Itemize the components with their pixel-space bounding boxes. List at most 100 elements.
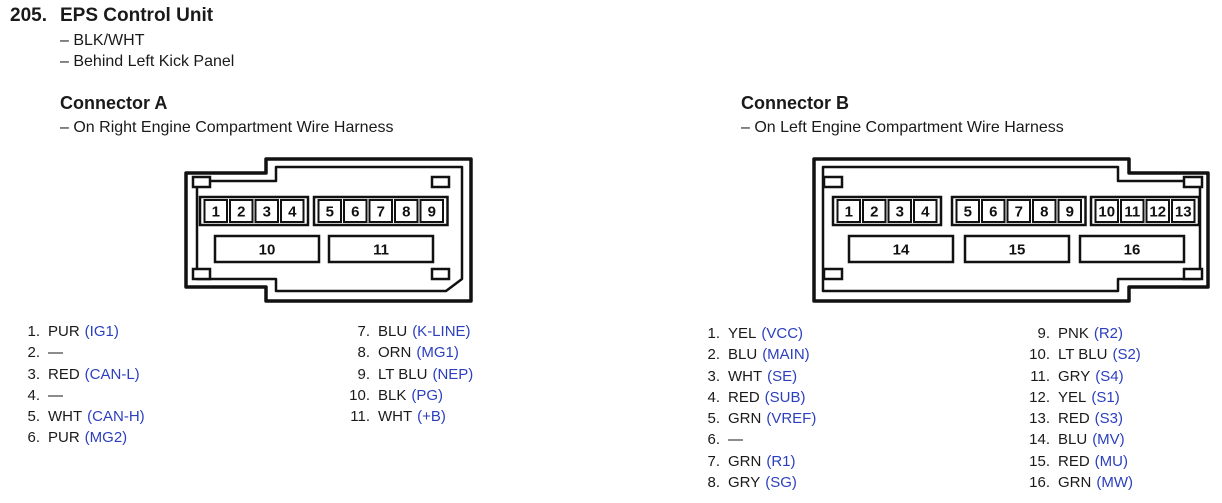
pin-row: 11.GRY(S4) xyxy=(1010,366,1141,387)
pin-row: 5.GRN(VREF) xyxy=(680,408,816,429)
pin-label: 10 xyxy=(1098,204,1115,221)
wire-color: BLK xyxy=(378,386,407,404)
connector-b-face xyxy=(821,165,1202,293)
pin-label: 1 xyxy=(845,204,853,221)
pin-row: 3.RED(CAN-L) xyxy=(0,364,145,385)
pin-group-frame xyxy=(198,195,310,227)
connector-b-latch-left-bottom xyxy=(822,267,844,281)
signal-name: (S4) xyxy=(1095,367,1124,385)
pin-row: 6.— xyxy=(680,429,816,450)
large-pin-cell xyxy=(847,234,955,264)
pin-cell xyxy=(913,199,938,223)
pin-label: 12 xyxy=(1149,204,1166,221)
pin-label: 9 xyxy=(428,204,436,221)
pin-group-frame xyxy=(950,195,1087,227)
wire-color: LT BLU xyxy=(1058,346,1108,364)
wire-color: BLU xyxy=(1058,431,1088,449)
color-note: – BLK/WHT xyxy=(60,32,145,49)
pin-label: 9 xyxy=(1066,204,1074,221)
pin-cell xyxy=(280,199,305,223)
pin-cell xyxy=(317,199,342,223)
connector-a-pin-list-2: 7.BLU(K-LINE)8.ORN(MG1)9.LT BLU(NEP)10.B… xyxy=(320,321,473,427)
pin-cell xyxy=(1094,199,1119,223)
component-number: 205. xyxy=(10,5,47,26)
pin-number: 11. xyxy=(350,408,370,426)
large-pin-label: 10 xyxy=(259,242,276,259)
wire-color: — xyxy=(48,386,63,404)
pin-row: 7.BLU(K-LINE) xyxy=(320,321,473,342)
connector-a-location: – On Right Engine Compartment Wire Harne… xyxy=(60,119,394,136)
wire-color: GRN xyxy=(728,410,762,428)
pin-cell xyxy=(862,199,887,223)
wire-color: RED xyxy=(48,365,80,383)
pin-cell xyxy=(1171,199,1196,223)
wire-color: — xyxy=(728,431,743,449)
wire-color: RED xyxy=(1058,452,1090,470)
wire-color: LT BLU xyxy=(378,365,428,383)
pin-group-frame xyxy=(1089,195,1201,227)
pin-number: 3. xyxy=(707,367,720,385)
pin-label: 2 xyxy=(237,204,245,221)
pin-row: 12.YEL(S1) xyxy=(1010,387,1141,408)
pin-row: 6.PUR(MG2) xyxy=(0,427,145,448)
pin-number: 2. xyxy=(707,346,720,364)
wire-color: GRN xyxy=(1058,474,1092,492)
pin-label: 6 xyxy=(351,204,359,221)
pin-label: 7 xyxy=(1015,204,1023,221)
signal-name: (SE) xyxy=(767,367,798,385)
wire-color: WHT xyxy=(48,408,83,426)
wire-color: PUR xyxy=(48,429,80,447)
pin-row: 9.LT BLU(NEP) xyxy=(320,364,473,385)
pin-number: 5. xyxy=(707,410,720,428)
wire-color: GRY xyxy=(1058,367,1091,385)
signal-name: (S2) xyxy=(1112,346,1141,364)
pin-number: 15. xyxy=(1029,452,1050,470)
pin-label: 5 xyxy=(326,204,334,221)
pin-cell xyxy=(343,199,368,223)
pin-number: 16. xyxy=(1029,474,1050,492)
pin-number: 5. xyxy=(27,408,40,426)
pin-label: 1 xyxy=(212,204,220,221)
pin-row: 1.YEL(VCC) xyxy=(680,323,816,344)
pin-row: 10.LT BLU(S2) xyxy=(1010,344,1141,365)
signal-name: (MU) xyxy=(1094,452,1128,470)
pin-number: 1. xyxy=(707,325,720,342)
wire-color: GRY xyxy=(728,474,761,492)
pin-row: 1.PUR(IG1) xyxy=(0,321,145,342)
wire-color: RED xyxy=(728,388,760,406)
pin-label: 8 xyxy=(402,204,410,221)
pin-number: 9. xyxy=(1037,325,1050,342)
connector-a-latch-left xyxy=(191,175,212,189)
pin-number: 6. xyxy=(27,429,40,447)
large-pin-label: 14 xyxy=(893,242,910,259)
signal-name: (SUB) xyxy=(764,388,806,406)
large-pin-label: 16 xyxy=(1124,242,1141,259)
connector-b-latch-right xyxy=(1182,175,1204,189)
wire-color: YEL xyxy=(1058,388,1087,406)
pin-cell xyxy=(254,199,279,223)
pin-row: 14.BLU(MV) xyxy=(1010,429,1141,450)
large-pin-cell xyxy=(963,234,1071,264)
large-pin-cell xyxy=(213,234,321,264)
connector-b-pin-list-1: 1.YEL(VCC)2.BLU(MAIN)3.WHT(SE)4.RED(SUB)… xyxy=(680,323,816,493)
pin-number: 3. xyxy=(27,365,40,383)
pin-label: 4 xyxy=(288,204,297,221)
pin-cell xyxy=(1032,199,1057,223)
signal-name: (MW) xyxy=(1096,474,1133,492)
pin-group-frame xyxy=(831,195,943,227)
pin-label: 6 xyxy=(989,204,997,221)
pin-row: 5.WHT(CAN-H) xyxy=(0,406,144,427)
wire-color: WHT xyxy=(728,367,763,385)
signal-name: (PG) xyxy=(411,386,444,404)
pin-cell xyxy=(1006,199,1031,223)
pin-cell xyxy=(229,199,254,223)
connector-a-face xyxy=(195,165,464,293)
pin-label: 3 xyxy=(263,204,271,221)
pin-cell xyxy=(1120,199,1145,223)
pin-row: 9.PNK(R2) xyxy=(1010,323,1141,344)
pin-cell xyxy=(1145,199,1170,223)
pin-row: 2.BLU(MAIN) xyxy=(680,344,816,365)
wire-color: PNK xyxy=(1058,325,1089,342)
pin-number: 13. xyxy=(1029,410,1050,428)
